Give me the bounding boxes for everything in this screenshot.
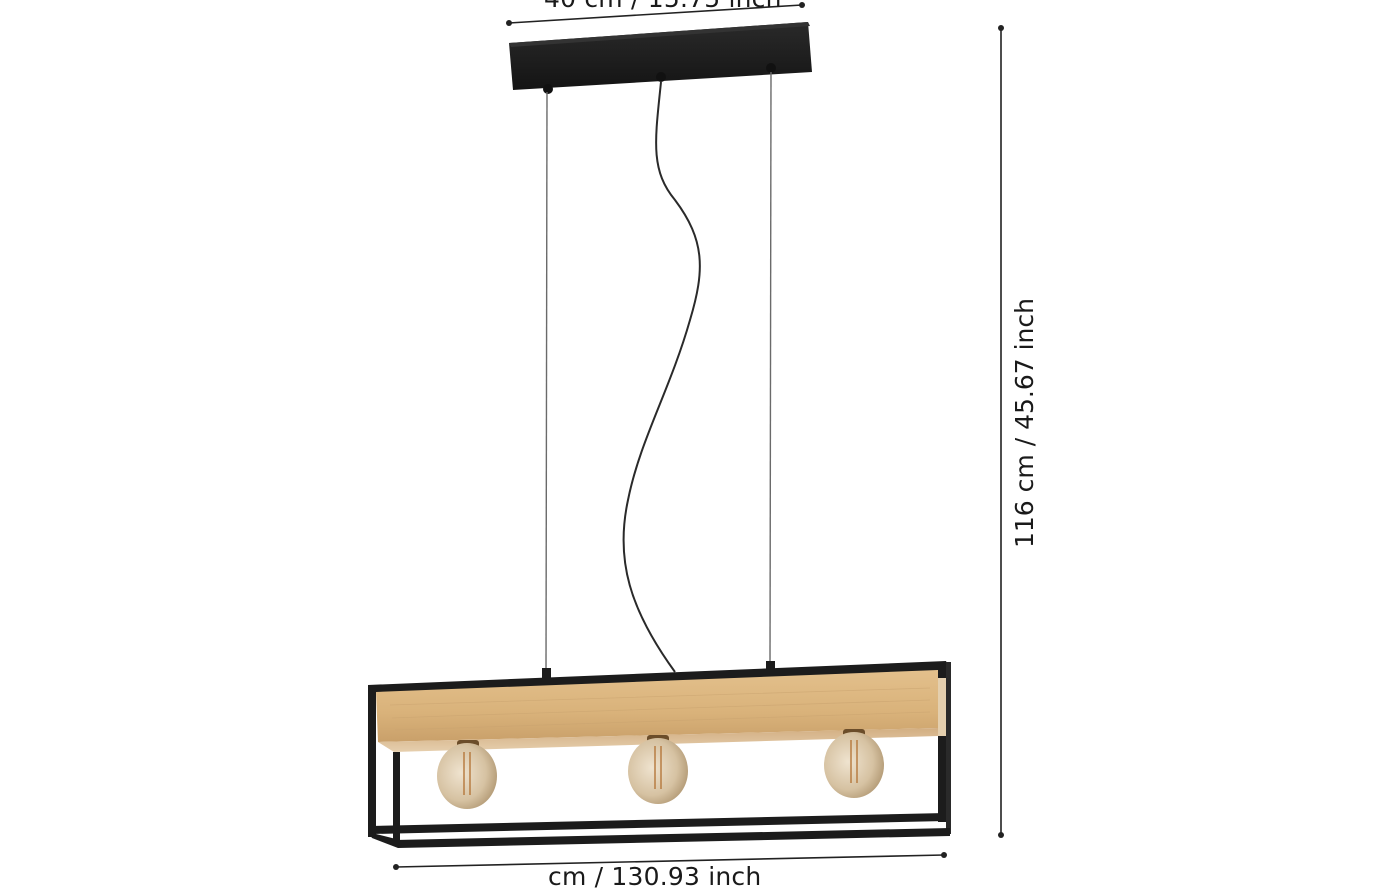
ceiling-canopy	[509, 22, 812, 94]
bulb-2	[628, 735, 688, 804]
black-metal-frame	[368, 661, 951, 848]
power-cable	[622, 81, 701, 673]
total-height-label: 116 cm / 45.67 inch	[1010, 298, 1039, 548]
canopy-width-label: 40 cm / 15.75 inch	[544, 0, 782, 13]
bulb-3	[824, 729, 884, 798]
frame-length-label: cm / 130.93 inch	[548, 862, 762, 891]
suspension-wires	[545, 71, 772, 673]
total-height-dimension-line	[998, 25, 1004, 838]
bulb-1	[437, 740, 497, 809]
frame-length-dimension-line	[393, 852, 947, 870]
canopy-width-dimension-line	[506, 2, 805, 26]
